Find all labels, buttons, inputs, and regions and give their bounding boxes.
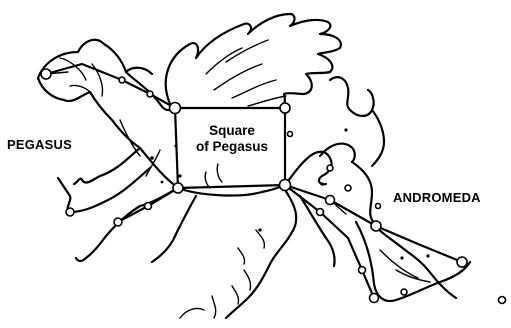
square-label-line-2: of Pegasus [192, 139, 272, 155]
pegasus-outline [38, 14, 470, 318]
constellation-lines [46, 64, 462, 298]
square-label-line-1: Square [192, 123, 272, 139]
square-of-pegasus-label: Square of Pegasus [192, 123, 272, 155]
pegasus-label: PEGASUS [7, 137, 72, 152]
andromeda-label: ANDROMEDA [393, 190, 481, 205]
